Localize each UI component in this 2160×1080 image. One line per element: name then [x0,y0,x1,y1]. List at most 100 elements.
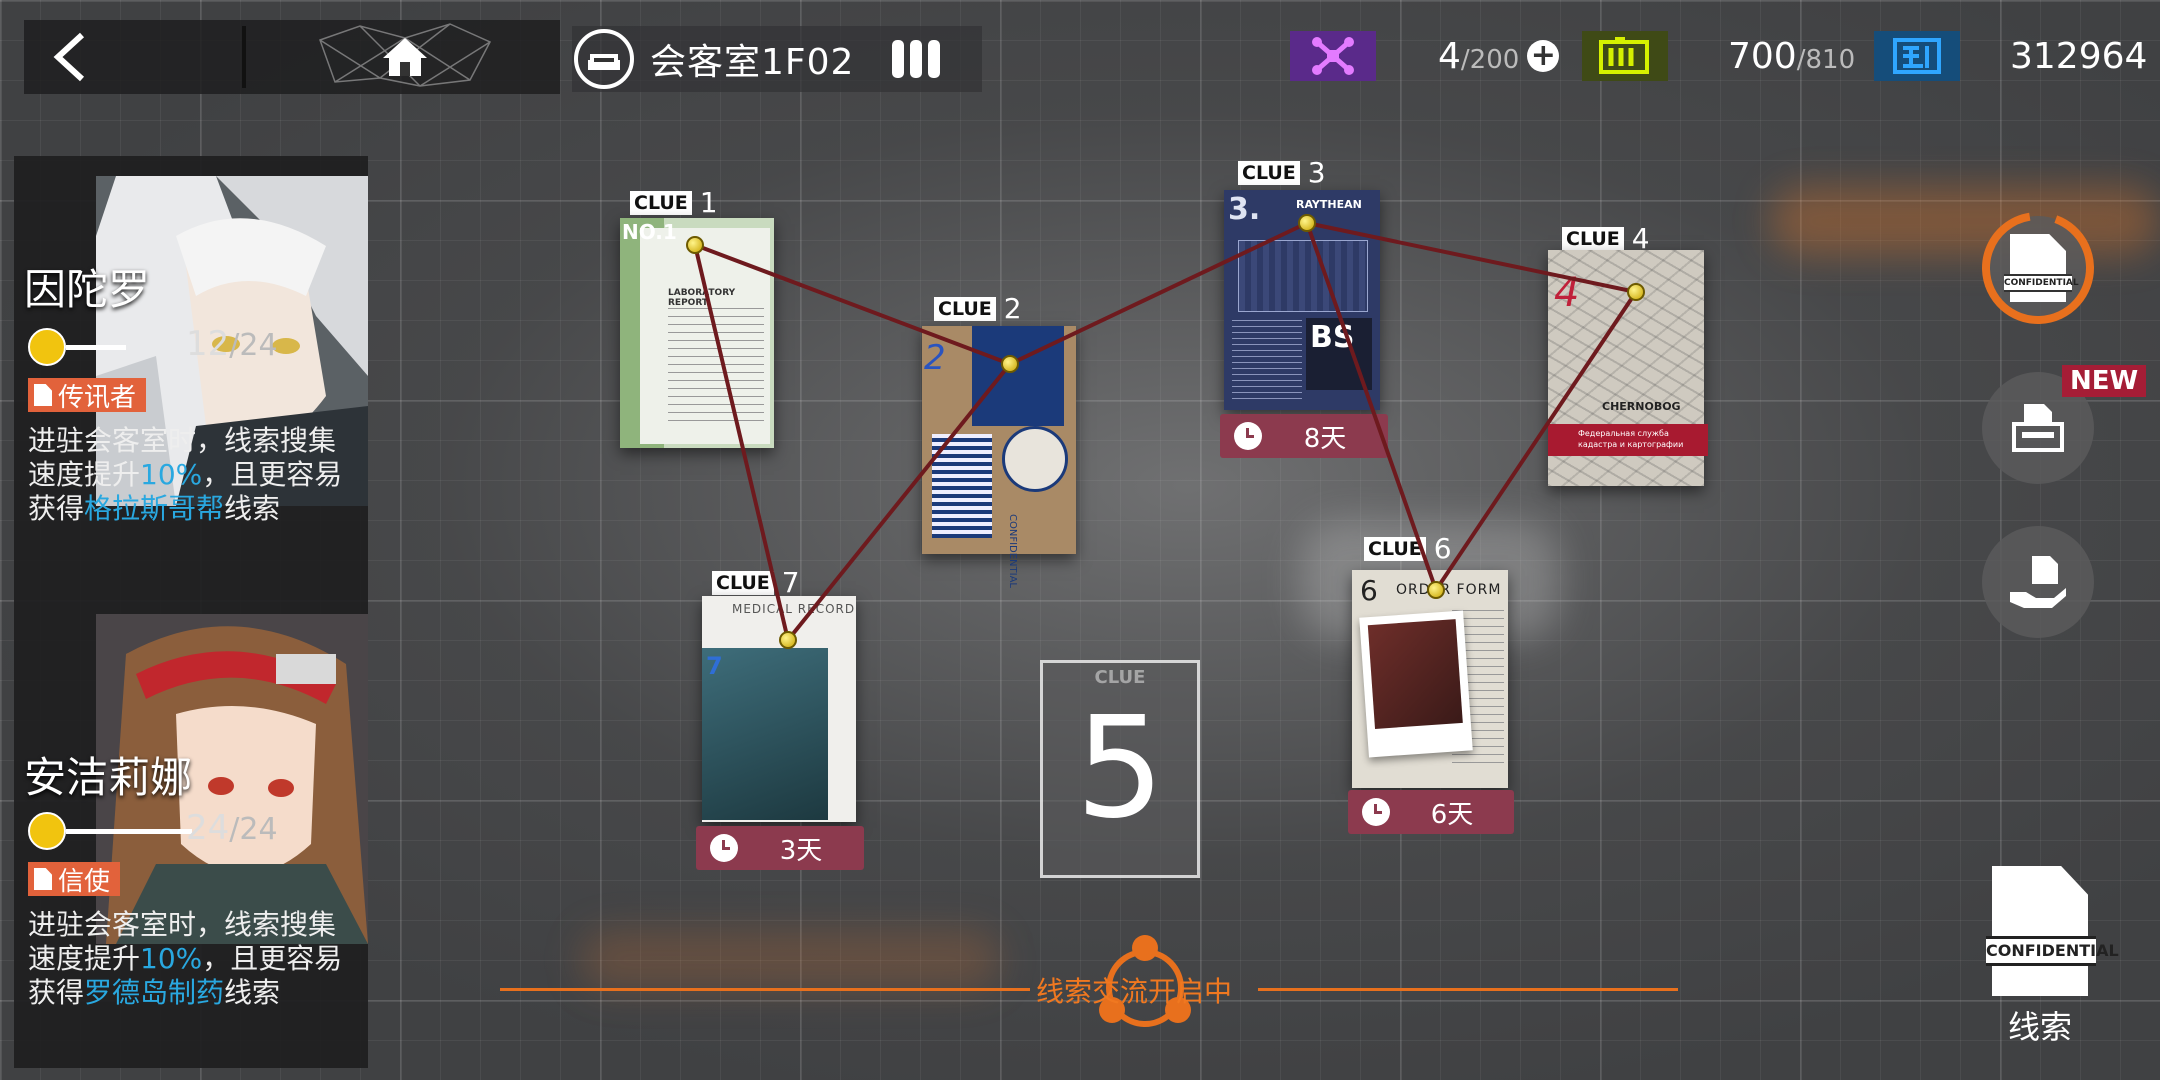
card-number: 7 [706,652,723,680]
drone-resource [1290,28,1376,84]
lmd-icon [1874,31,1960,81]
card-title: MEDICAL RECORD [732,602,856,616]
sanity-resource [1582,28,1668,84]
card-number: 2 [924,338,946,378]
drone-current: 4 [1438,35,1461,77]
pin-icon [686,236,704,254]
operator-portrait [96,614,368,944]
clue-give-button[interactable] [1982,526,2094,638]
pin-icon [1298,214,1316,232]
operator-skill-desc: 进驻会客室时，线索搜集 速度提升10%，且更容易 获得罗德岛制药线索 [28,908,343,1009]
home-icon [383,38,427,76]
card-logo: BS [1310,320,1355,355]
lmd-counter: 312964 [2010,28,2147,84]
lmd-resource [1874,28,1960,84]
seal-icon [1002,426,1068,492]
clock-icon [1362,798,1390,826]
clue-card-2[interactable]: 2 CONFIDENTIAL [922,326,1076,588]
clue-slot-number: 5 [1075,687,1165,850]
clock-icon [710,834,738,862]
confidential-doc-icon: CONFIDENTIAL [2004,234,2079,302]
clue-slot-5-empty[interactable]: CLUE 5 [1040,660,1200,878]
reception-sofa-icon [574,29,634,89]
room-level-icon [892,40,941,78]
clue-exchange-status: 线索交流开启中 [500,935,1700,1027]
back-button[interactable] [24,20,242,94]
operator-sidebar: 因陀罗 12/24 传讯者 进驻会客室时，线索搜集 速度提升10%，且更容易 获… [14,156,368,1068]
clue-card-4[interactable]: 4 CHERNOBOG Федеральная служба кадастра … [1548,250,1708,486]
battery-icon [1582,31,1668,81]
operator-card-2[interactable]: 安洁莉娜 24/24 信使 进驻会客室时，线索搜集 速度提升10%，且更容易 获… [14,612,368,1068]
bg-blur-orange [1770,186,2160,256]
clue-slot-tag: CLUE [1094,667,1146,688]
clock-icon [1234,422,1262,450]
pin-icon [1627,283,1645,301]
room-info: 会客室1F02 [572,26,982,92]
card-title: LABORATORY REPORT [668,288,736,308]
operator-skill-desc: 进驻会客室时，线索搜集 速度提升10%，且更容易 获得格拉斯哥帮线索 [28,424,343,525]
operator-card-1[interactable]: 因陀罗 12/24 传讯者 进驻会客室时，线索搜集 速度提升10%，且更容易 获… [14,156,368,612]
card-number: NO.1 [622,220,677,244]
clue-collection-button[interactable]: CONFIDENTIAL [1986,864,2119,1000]
drone-icon [1290,31,1376,81]
trust-meter [28,812,192,850]
trust-meter [28,328,126,366]
trust-value: 24/24 [186,808,278,848]
new-badge: NEW [2062,365,2147,397]
card-title: CHERNOBOG [1602,400,1681,413]
aerial-photo [702,648,828,820]
sanity-max: /810 [1796,44,1856,75]
clue-card-7[interactable]: MEDICAL RECORD 7 [702,596,856,822]
card-title: ORDER FORM [1396,582,1502,598]
document-icon [34,384,52,406]
operator-name: 安洁莉娜 [24,753,193,802]
trust-value: 12/24 [186,324,278,364]
trust-smile-icon [28,812,66,850]
card-title: CONFIDENTIAL [1007,514,1018,589]
trust-bar [66,344,126,350]
clue-timer-7: 3天 [696,826,864,870]
inbox-tray-icon [2012,404,2064,452]
topbar-nav [24,20,560,94]
sanity-counter: 700/810 [1728,28,1855,84]
card-number: 6 [1360,574,1378,607]
card-number: 4 [1554,270,1580,316]
document-icon [34,868,52,890]
pin-icon [1427,581,1445,599]
clue-collection-label: 线索 [2008,1008,2073,1046]
clue-card-6[interactable]: 6 ORDER FORM [1352,570,1508,788]
lmd-value: 312964 [2010,35,2148,77]
photo [1359,610,1473,758]
bg-blur-orange-low [580,930,1000,990]
trust-smile-icon [28,328,66,366]
role-tag: 传讯者 [28,378,147,413]
home-button[interactable] [310,20,500,94]
drone-max: /200 [1460,44,1520,75]
drone-counter: 4/200 + [1438,28,1560,84]
role-tag: 信使 [28,862,121,897]
share-network-icon [1099,935,1191,1027]
confidential-stamp: CONFIDENTIAL [1986,936,2119,966]
add-drone-button[interactable]: + [1527,40,1560,72]
confidential-progress-button[interactable]: CONFIDENTIAL [1982,212,2094,324]
chevron-left-icon [53,32,85,82]
pin-icon [1001,355,1019,373]
pin-icon [779,631,797,649]
card-number: 3. [1228,192,1261,227]
confidential-doc-icon [1992,866,2088,996]
room-title: 会客室1F02 [650,42,855,83]
trust-bar [66,828,192,834]
hand-document-icon [2010,556,2066,608]
divider [242,26,246,88]
clue-receive-button[interactable] [1982,372,2094,484]
operator-name: 因陀罗 [24,265,151,314]
operator-portrait [96,176,368,506]
report-lines [668,308,764,428]
card-title: RAYTHEAN [1296,198,1362,211]
clue-timer-6: 6天 [1348,790,1514,834]
card-banner: Федеральная служба кадастра и картографи… [1548,424,1708,456]
